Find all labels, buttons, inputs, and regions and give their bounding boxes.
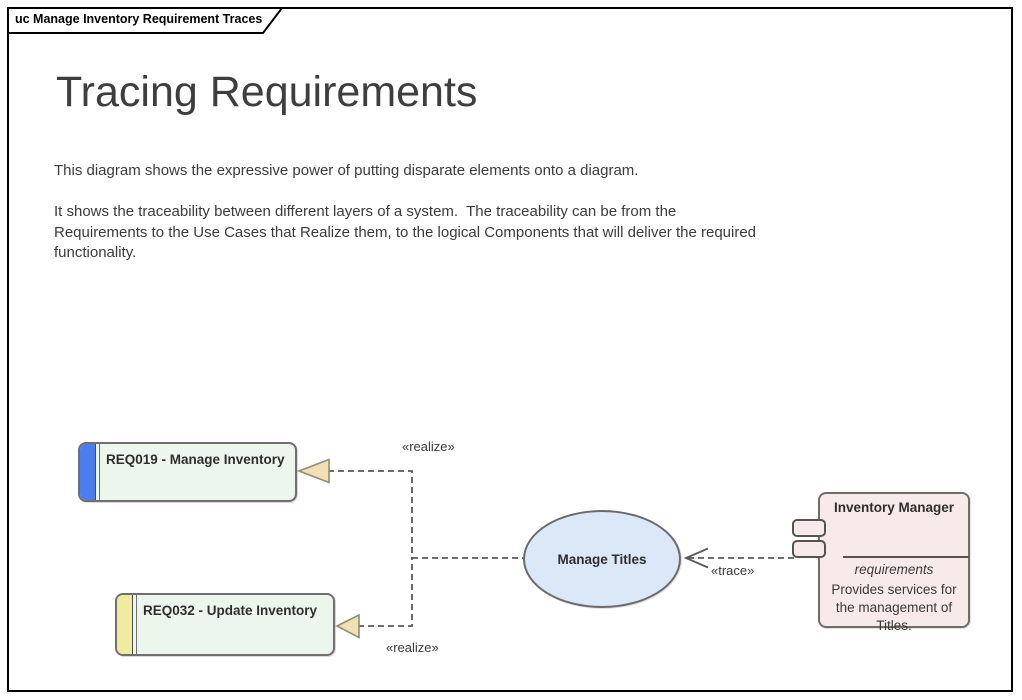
realize-arrowhead-req019 [296, 458, 330, 484]
requirement-label: REQ032 - Update Inventory [143, 603, 318, 618]
requirement-bar-divider [136, 595, 137, 654]
component-stereotype-label: requirements [854, 562, 934, 577]
requirement-bar-divider [99, 444, 100, 500]
realize-arrowhead-req032 [335, 613, 360, 639]
requirement-node-req032[interactable]: REQ032 - Update Inventory [115, 593, 335, 656]
component-title: Inventory Manager [833, 500, 955, 515]
usecase-node-manage-titles[interactable]: Manage Titles [523, 510, 681, 608]
description-paragraph-2: It shows the traceability between differ… [54, 203, 761, 261]
requirement-color-bar [80, 444, 96, 500]
component-node-inventory-manager[interactable]: Inventory Manager requirements Provides … [818, 492, 970, 633]
description-paragraph-1: This diagram shows the expressive power … [54, 162, 639, 179]
frame-tab [7, 7, 285, 34]
realize-connector-label-top: «realize» [402, 439, 455, 454]
component-icon-tab-top [792, 519, 826, 537]
component-icon-tab-bottom [792, 540, 826, 558]
component-divider [843, 556, 969, 558]
connector-realize-req032[interactable] [358, 558, 413, 627]
realize-connector-label-bottom: «realize» [386, 640, 439, 655]
frame-tab-label: uc Manage Inventory Requirement Traces [15, 12, 263, 26]
usecase-label: Manage Titles [557, 551, 647, 567]
connector-realize-req019[interactable] [328, 470, 413, 558]
trace-arrowhead [683, 547, 709, 569]
requirement-label: REQ019 - Manage Inventory [106, 452, 285, 467]
trace-connector-label: «trace» [711, 563, 755, 578]
requirement-node-req019[interactable]: REQ019 - Manage Inventory [78, 442, 297, 502]
component-note-text: Provides services for the management of … [831, 582, 957, 633]
requirement-color-bar [117, 595, 133, 654]
page-title: Tracing Requirements [56, 68, 478, 116]
